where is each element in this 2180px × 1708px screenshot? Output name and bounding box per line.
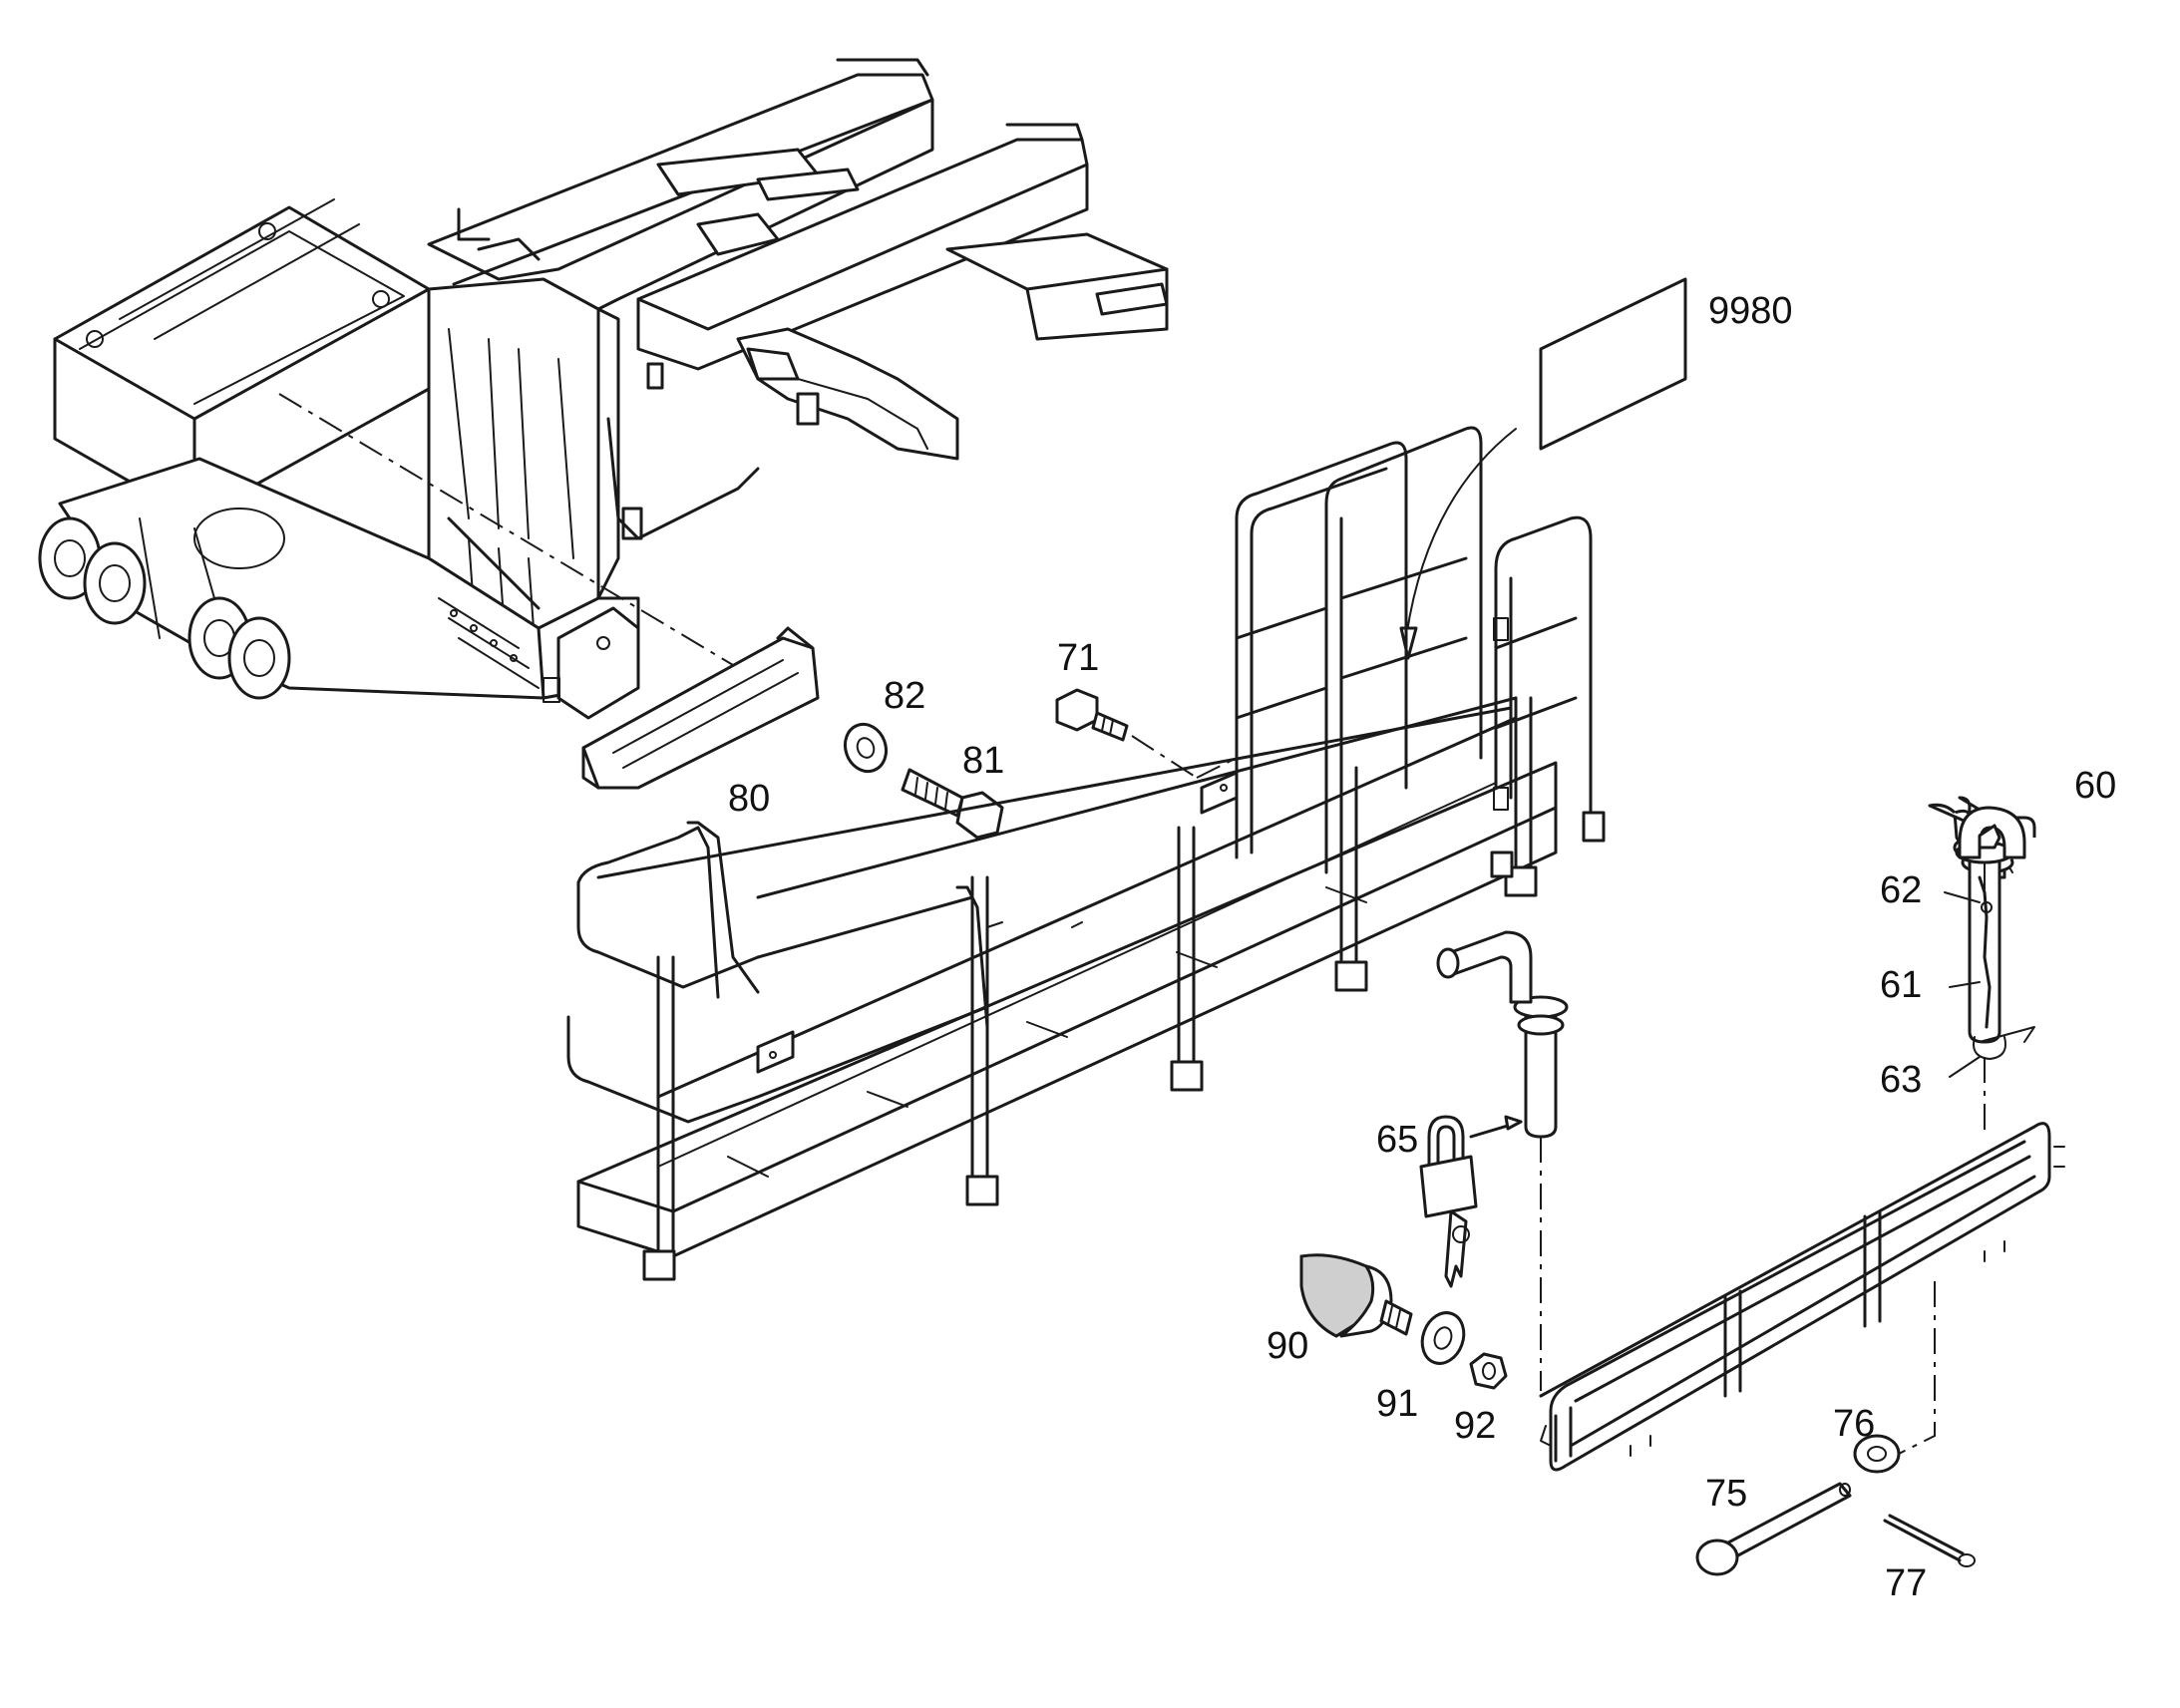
walkway-platform [566, 426, 1606, 1281]
alignment-line-step [278, 393, 739, 669]
cotter-pin-77 [1883, 1514, 1976, 1567]
pin-75 [1695, 1482, 1852, 1576]
callout-labels: 9980 71 82 81 80 60 62 61 63 65 90 91 92… [728, 290, 2116, 1604]
label-sticker [1399, 277, 1687, 660]
washer-82 [843, 722, 889, 774]
callout-90: 90 [1267, 1325, 1308, 1367]
callout-81: 81 [962, 740, 1004, 782]
callout-63: 63 [1880, 1059, 1922, 1101]
washer-76 [1853, 1434, 1901, 1474]
callout-82: 82 [884, 675, 925, 717]
chassis-frame [38, 58, 1169, 720]
callout-75: 75 [1705, 1473, 1747, 1515]
washer-91 [1420, 1311, 1466, 1365]
leader-lines [1944, 891, 1981, 1078]
callout-61: 61 [1880, 964, 1922, 1006]
callout-62: 62 [1880, 869, 1922, 911]
callout-76: 76 [1833, 1403, 1875, 1445]
callout-65: 65 [1376, 1119, 1418, 1161]
callout-92: 92 [1454, 1405, 1496, 1447]
callout-9980: 9980 [1708, 290, 1793, 332]
callout-80: 80 [728, 778, 770, 820]
callout-60: 60 [2074, 765, 2116, 807]
step-part [581, 626, 820, 790]
callout-77: 77 [1885, 1562, 1927, 1604]
callout-71: 71 [1057, 637, 1099, 679]
lanyard-61 [1955, 806, 2035, 1060]
alignment-line-plate [1196, 757, 1238, 779]
cone-90 [1299, 1253, 1413, 1338]
callout-91: 91 [1376, 1383, 1418, 1425]
bolt-71 [1055, 688, 1129, 742]
alignment-line-bolt [1131, 735, 1198, 779]
gate-rail [1539, 1122, 2065, 1472]
pin-65 [1436, 930, 1569, 1139]
alignment-line-gate-pin [1894, 1281, 1936, 1457]
nut-92 [1469, 1352, 1508, 1390]
padlock-65 [1419, 1115, 1523, 1288]
